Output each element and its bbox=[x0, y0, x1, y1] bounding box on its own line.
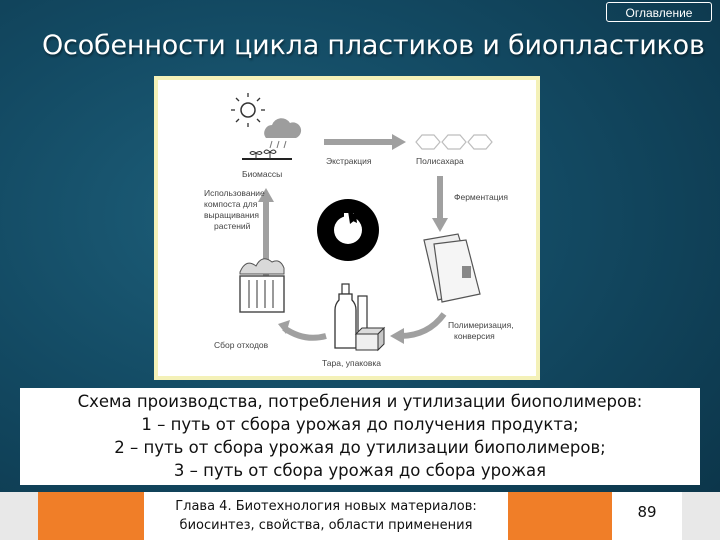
extraction-label: Экстракция bbox=[326, 156, 372, 166]
packaging-label: Тара, упаковка bbox=[322, 358, 381, 368]
box-icon bbox=[354, 326, 386, 352]
caption-line-3: 2 – путь от сбора урожая до утилизации б… bbox=[114, 438, 606, 457]
toc-button[interactable]: Оглавление bbox=[606, 2, 712, 22]
figure-caption: Схема производства, потребления и утилиз… bbox=[20, 388, 700, 485]
caption-line-1: Схема производства, потребления и утилиз… bbox=[77, 392, 643, 411]
arrow-to-packaging bbox=[399, 312, 447, 339]
plants-icon bbox=[242, 149, 292, 160]
svg-text:Полимеризация,: Полимеризация, bbox=[448, 320, 514, 330]
arrow-fermentation-head bbox=[432, 218, 448, 232]
waste-label: Сбор отходов bbox=[214, 340, 269, 350]
slide-title: Особенности цикла пластиков и биопластик… bbox=[42, 30, 705, 61]
polysaccharides-label: Полисахара bbox=[416, 156, 464, 166]
polysaccharide-chain-icon bbox=[415, 134, 493, 150]
cloud-rain-icon bbox=[264, 118, 302, 149]
page-number: 89 bbox=[612, 492, 682, 540]
chapter-line-2: биосинтез, свойства, области применения bbox=[179, 518, 473, 533]
svg-text:выращивания: выращивания bbox=[204, 210, 259, 220]
plastic-bag-icon bbox=[423, 233, 481, 303]
arrow-to-packaging-head bbox=[390, 328, 404, 344]
arrow-extraction-head bbox=[392, 134, 406, 150]
recycle-cycle-icon bbox=[317, 199, 379, 261]
footer-chapter-title: Глава 4. Биотехнология новых материалов:… bbox=[144, 492, 508, 540]
svg-text:компоста для: компоста для bbox=[204, 199, 258, 209]
caption-line-4: 3 – путь от сбора урожая до сбора урожая bbox=[173, 461, 547, 480]
compost-label: Использование компоста для выращивания р… bbox=[204, 188, 265, 231]
bioplastic-cycle-diagram: Биомассы Экстракция Полисахара Ферментац… bbox=[154, 76, 540, 380]
arrow-waste-collection-head bbox=[278, 320, 290, 334]
diagram-svg: Биомассы Экстракция Полисахара Ферментац… bbox=[204, 93, 514, 368]
biomass-label: Биомассы bbox=[242, 169, 282, 179]
svg-text:растений: растений bbox=[214, 221, 251, 231]
polymerization-label: Полимеризация, конверсия bbox=[448, 320, 514, 341]
svg-text:Использование: Использование bbox=[204, 188, 265, 198]
waste-bin-icon bbox=[239, 258, 285, 313]
caption-line-2: 1 – путь от сбора урожая до получения пр… bbox=[141, 415, 579, 434]
arrow-compost-head bbox=[258, 188, 274, 202]
fermentation-label: Ферментация bbox=[454, 192, 508, 202]
svg-text:конверсия: конверсия bbox=[454, 331, 495, 341]
chapter-line-1: Глава 4. Биотехнология новых материалов: bbox=[175, 499, 477, 514]
arrow-waste-collection bbox=[282, 325, 327, 341]
sun-icon bbox=[231, 93, 265, 127]
